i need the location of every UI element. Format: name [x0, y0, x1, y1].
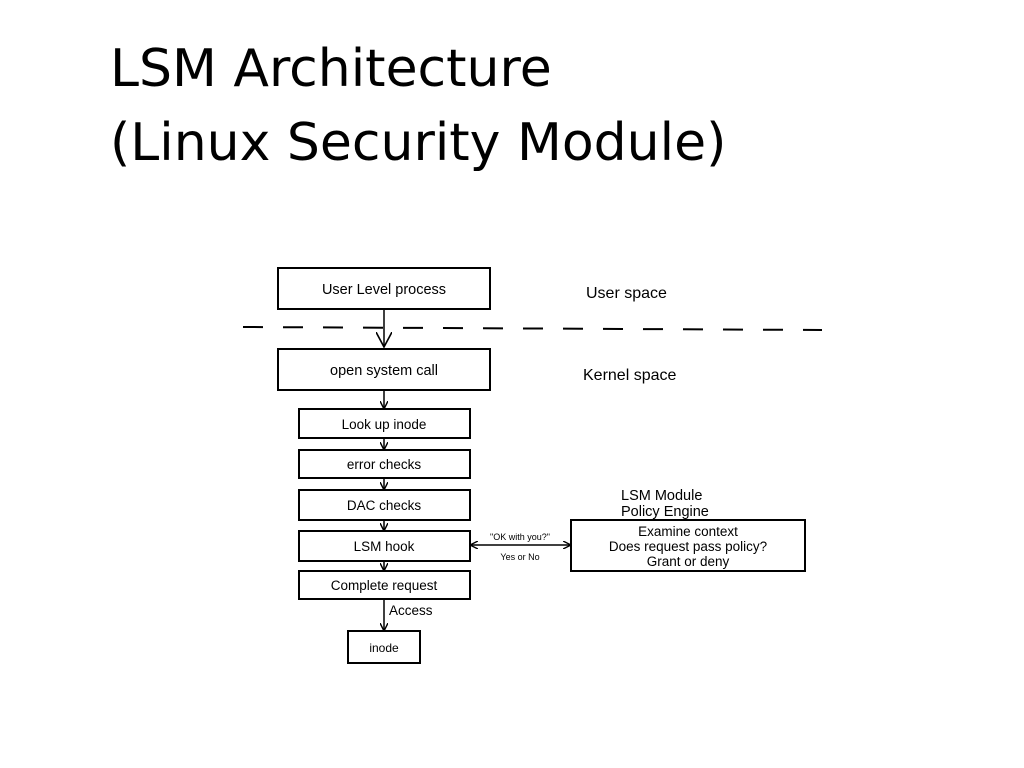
policy-engine-box: Examine context Does request pass policy…	[570, 519, 806, 572]
ok-with-you-label: "OK with you?"	[490, 532, 550, 542]
open-syscall-label: open system call	[330, 363, 438, 379]
dac-checks-label: DAC checks	[347, 498, 422, 513]
lsm-hook-box: LSM hook	[298, 530, 471, 562]
lsm-hook-label: LSM hook	[354, 539, 415, 554]
slide-title: LSM Architecture (Linux Security Module)	[110, 32, 726, 180]
user-process-box: User Level process	[277, 267, 491, 310]
lookup-inode-label: Look up inode	[342, 417, 427, 432]
user-space-label: User space	[586, 285, 667, 302]
user-process-label: User Level process	[322, 282, 446, 298]
error-checks-box: error checks	[298, 449, 471, 479]
inode-label: inode	[369, 641, 399, 655]
lookup-inode-box: Look up inode	[298, 408, 471, 439]
access-label: Access	[389, 603, 433, 618]
complete-request-label: Complete request	[331, 578, 438, 593]
slide-title-line-1: LSM Architecture	[110, 39, 552, 99]
dac-checks-box: DAC checks	[298, 489, 471, 521]
slide-title-line-2: (Linux Security Module)	[110, 113, 727, 173]
complete-request-box: Complete request	[298, 570, 471, 600]
inode-box: inode	[347, 630, 421, 664]
kernel-space-label: Kernel space	[583, 367, 676, 384]
policy-engine-heading-line-1: LSM Module	[621, 488, 702, 504]
error-checks-label: error checks	[347, 457, 422, 472]
policy-engine-line-1: Examine context	[638, 524, 738, 539]
yes-or-no-label: Yes or No	[500, 552, 539, 562]
user-kernel-boundary-line	[242, 326, 823, 331]
policy-engine-line-2: Does request pass policy?	[609, 539, 767, 554]
open-syscall-box: open system call	[277, 348, 491, 391]
policy-engine-heading-line-2: Policy Engine	[621, 504, 709, 520]
policy-engine-line-3: Grant or deny	[647, 554, 730, 569]
